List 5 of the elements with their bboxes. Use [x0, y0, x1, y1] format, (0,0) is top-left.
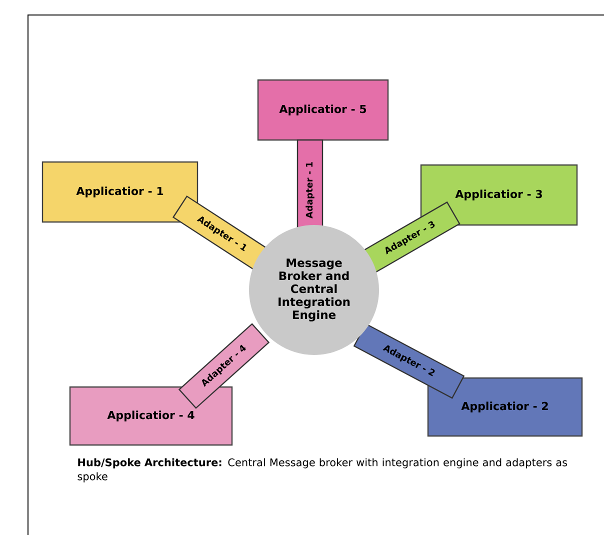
application-box: Applicatior - 4: [69, 386, 233, 446]
application-box: Applicatior - 5: [257, 79, 389, 141]
caption: Hub/Spoke Architecture: Central Message broker with integration engine and adapters as spoke: [78, 458, 568, 482]
application-box: Applicatior - 2: [427, 377, 583, 437]
application-box: Applicatior - 1: [42, 161, 198, 223]
